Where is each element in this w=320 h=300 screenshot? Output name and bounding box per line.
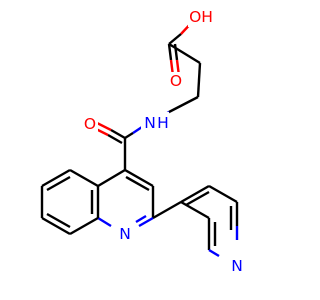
quinoline-n-text: N [119, 225, 131, 243]
pyridine-nitrogen-label: N [229, 257, 245, 275]
bond-q-n1-c8a-inner [135, 214, 147, 224]
bond-pyr-c4-c5 [180, 184, 210, 204]
bond-c1-c2 [168, 42, 201, 65]
carbonyl-oxygen-label: O [168, 72, 184, 90]
bond-pyr-c5-c6 [208, 184, 238, 204]
amide-h-text: H [157, 114, 169, 132]
bond-n-amide-carbonyl [132, 126, 143, 134]
bond-q-c4a-c4 [97, 168, 126, 188]
molecule-structure-diagram: OH O O N H N N [40, 7, 245, 275]
bond-c3-c4 [168, 95, 199, 114]
bond-b-c8-c8a [69, 216, 99, 236]
bond-q-c4-c3-inner [125, 175, 150, 192]
bond-c2-c3 [196, 62, 202, 98]
bond-c2-pyr [152, 200, 182, 220]
bonds-layer [40, 18, 239, 258]
hydroxyl-oxygen-label: OH [188, 7, 214, 27]
bond-b-c7-c8-inner [46, 212, 71, 229]
quinoline-nitrogen-label: N [117, 225, 133, 243]
bond-c1-oh-c [168, 33, 182, 45]
carboxyl-o-text: O [170, 72, 182, 90]
bond-c1-o-double-a [167, 43, 173, 61]
bond-amide-co-a-o [96, 121, 112, 132]
atom-labels-layer: OH O O N H N N [82, 7, 245, 275]
amide-oxygen-label: O [82, 115, 98, 133]
amide-nitrogen-label: N H [141, 112, 169, 134]
bond-c1-o-double-b [173, 43, 179, 61]
amide-n-text: N [144, 114, 156, 132]
bond-n-amide-carbonyl-c [124, 131, 134, 140]
bond-b-c4a-c5 [69, 168, 99, 188]
oh-text: OH [189, 8, 213, 26]
bond-amide-co-b [107, 133, 123, 145]
bond-amide-co-a [110, 128, 126, 140]
bond-q-c4-c3 [124, 168, 154, 188]
bond-b-c7-c8 [41, 216, 71, 236]
amide-o-text: O [84, 115, 96, 133]
bond-pyr-c4-c5-inner [185, 190, 210, 207]
pyridine-n-text: N [231, 257, 243, 275]
bond-q-n1-c8a [97, 216, 112, 228]
bond-q-c2-n1 [138, 216, 154, 228]
bond-b-c5-c6-inner [46, 175, 71, 192]
bond-pyr-c2-n [208, 248, 220, 258]
bond-b-c5-c6 [41, 168, 71, 188]
bond-pyr-c4-c3 [180, 200, 210, 220]
